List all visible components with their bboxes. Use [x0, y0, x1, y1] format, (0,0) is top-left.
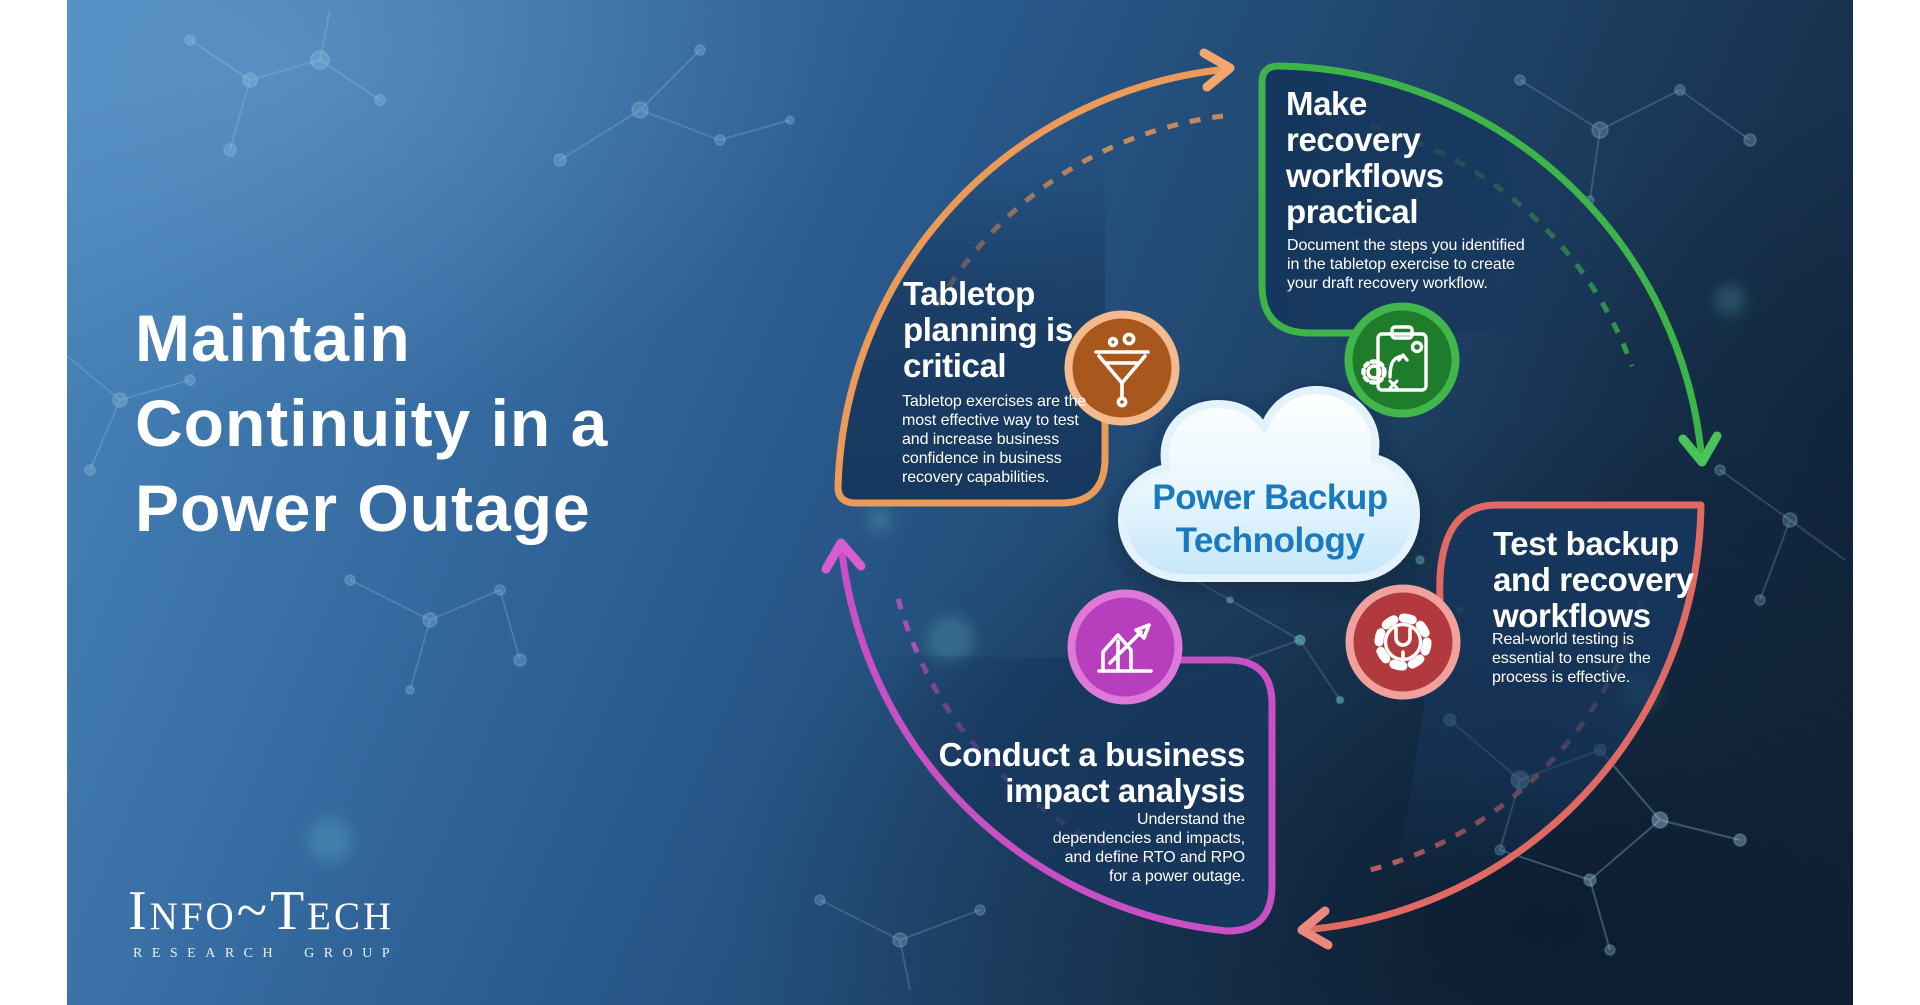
power-backup-cloud [1118, 386, 1420, 582]
gear-wrench-icon-circle [1345, 584, 1461, 700]
infotech-logo: Info~Tech [128, 880, 395, 942]
workflows-border-arrow [1258, 62, 1706, 466]
step-heading-bia: Conduct a business impact analysis [938, 736, 1246, 809]
workflows-panel [1262, 66, 1668, 333]
page-title-line-3: Power Outage [135, 471, 591, 545]
bia-arrowhead-icon [821, 538, 866, 574]
test-panel [1390, 505, 1701, 916]
left-margin [0, 0, 67, 1005]
step-body-tabletop: Tabletop exercises are the most effectiv… [902, 393, 1087, 486]
tabletop-border-arrow [834, 65, 1232, 507]
step-heading-test: Test backup and recovery workflows [1493, 525, 1694, 634]
step-heading-workflows: Make recovery workflows practical [1286, 85, 1444, 230]
tabletop-arrowhead-icon [1199, 48, 1235, 92]
step-body-test: Real-world testing is essential to ensur… [1492, 631, 1651, 686]
strategy-clipboard-icon-circle [1344, 302, 1460, 418]
growth-chart-icon [1097, 623, 1153, 673]
strategy-clipboard-icon [1361, 325, 1428, 392]
bia-panel [870, 655, 1272, 931]
tabletop-panel [838, 99, 1105, 503]
gear-wrench-icon [1374, 613, 1432, 671]
cloud-label-line-1: Power Backup [1152, 478, 1388, 517]
bia-border-arrow [837, 539, 1276, 935]
growth-chart-icon-circle [1067, 589, 1183, 705]
cloud-label: Power Backup Technology [1120, 476, 1420, 562]
funnel-icon [1094, 332, 1150, 408]
step-body-workflows: Document the steps you identified in the… [1287, 237, 1525, 292]
cloud-label-line-2: Technology [1175, 521, 1365, 560]
page-title-line-2: Continuity in a [135, 386, 609, 460]
infotech-logo-subtitle: RESEARCH GROUP [133, 946, 400, 961]
page-title-line-1: Maintain [135, 301, 411, 375]
funnel-icon-circle [1064, 310, 1180, 426]
workflows-arrowhead-icon [1678, 431, 1722, 467]
step-heading-tabletop: Tabletop planning is critical [903, 275, 1073, 384]
test-arrowhead-icon [1297, 906, 1333, 950]
step-body-bia: Understand the dependencies and impacts,… [1052, 811, 1245, 885]
right-margin [1853, 0, 1920, 1005]
page-title: Maintain Continuity in a Power Outage [135, 296, 755, 551]
test-border-arrow [1298, 501, 1705, 934]
